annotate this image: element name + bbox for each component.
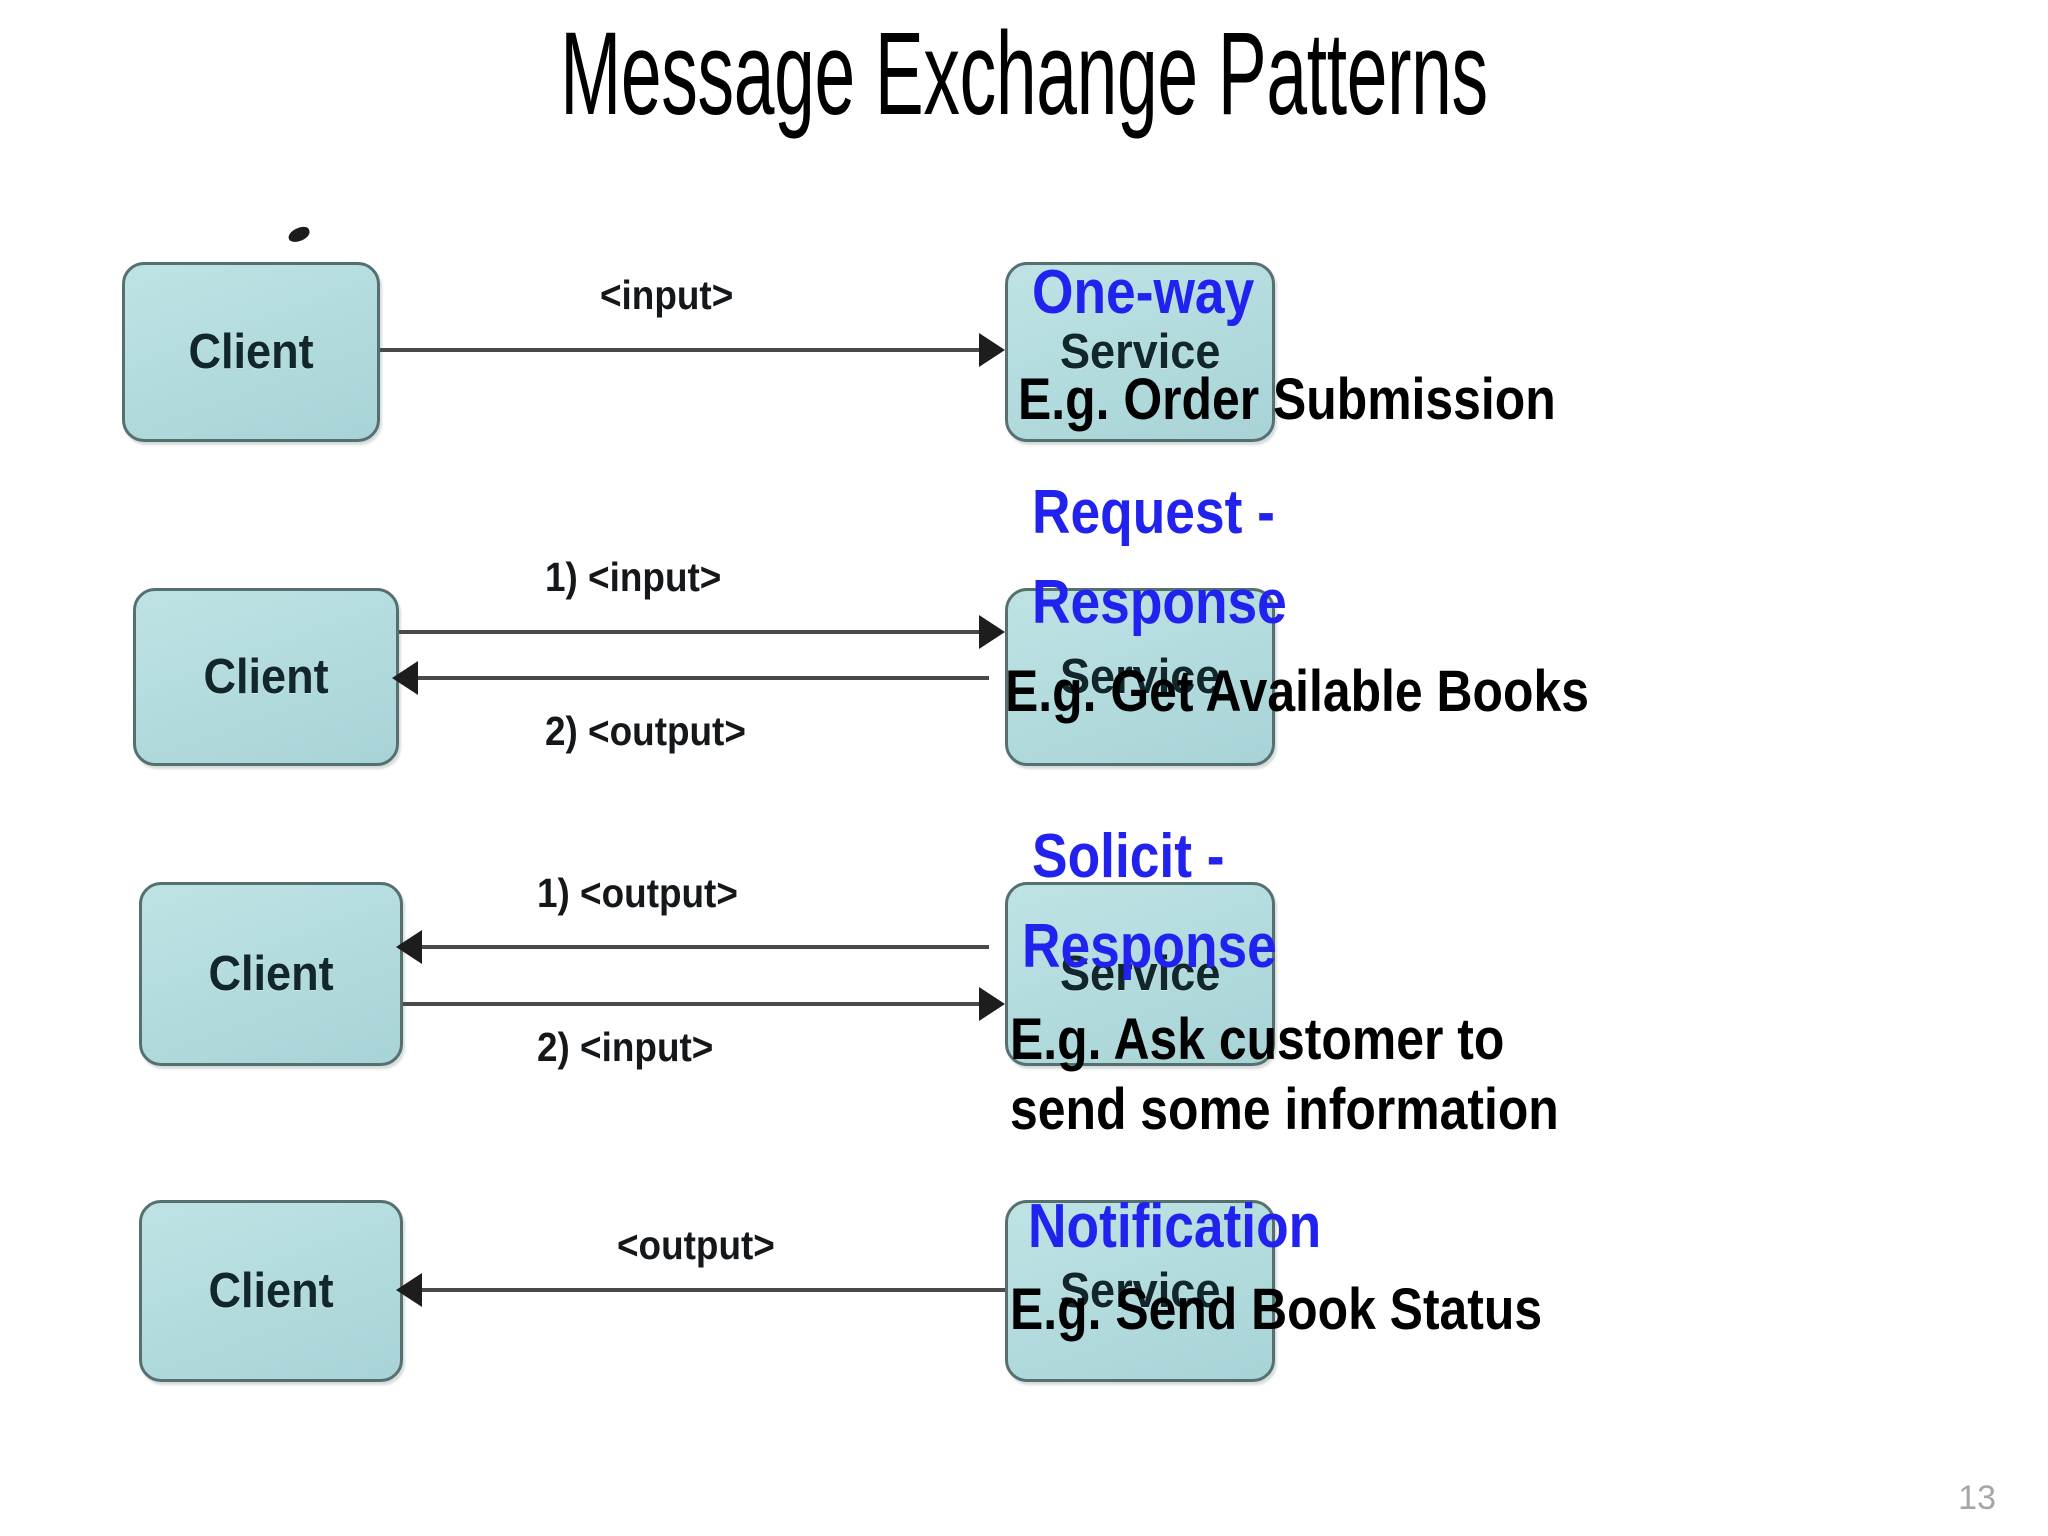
row2-arrow-left-icon [392, 661, 418, 695]
row2-edge2-label: 2) <output> [545, 708, 746, 754]
row4-client-label: Client [208, 1264, 334, 1318]
annotation-example-one-way: E.g. Order Submission [1018, 367, 1556, 432]
row1-client-label: Client [188, 325, 314, 379]
row3-client-label: Client [208, 947, 334, 1001]
annotation-example-solicit-response-line2: send some information [1010, 1077, 1559, 1142]
annotation-title-request-response-line2: Response [1032, 568, 1287, 637]
row1-edge-line [380, 348, 988, 352]
annotation-example-notification: E.g. Send Book Status [1010, 1277, 1543, 1342]
row3-edge2-line [403, 1002, 989, 1006]
annotation-title-notification: Notification [1028, 1192, 1322, 1261]
annotation-title-one-way: One-way [1032, 258, 1255, 327]
annotation-example-request-response: E.g. Get Available Books [1005, 659, 1589, 724]
row4-arrow-left-icon [396, 1273, 422, 1307]
row3-arrow-left-icon [396, 930, 422, 964]
row3-service-node: Service [1005, 882, 1275, 1066]
row1-arrow-right-icon [979, 333, 1005, 367]
row3-arrow-right-icon [979, 987, 1005, 1021]
annotation-example-solicit-response-line1: E.g. Ask customer to [1010, 1007, 1505, 1072]
page-title: Message Exchange Patterns [560, 8, 1488, 140]
row3-edge1-line [403, 945, 989, 949]
pattern-annotations: One-way E.g. Order Submission Request - … [1005, 0, 2048, 1536]
row2-edge2-line [399, 676, 989, 680]
message-exchange-diagram: Client <input> Service Client 1) <input>… [0, 0, 1275, 1536]
row2-service-label: Service [1059, 650, 1221, 704]
annotation-title-solicit-response-line2: Response [1022, 912, 1277, 981]
row4-client-node: Client [139, 1200, 403, 1382]
annotation-title-request-response-line1: Request - [1032, 478, 1275, 547]
row4-edge-label: <output> [617, 1222, 775, 1268]
row2-service-node: Service [1005, 588, 1275, 766]
row2-edge1-line [399, 630, 989, 634]
row1-edge-label: <input> [600, 272, 734, 318]
row3-client-node: Client [139, 882, 403, 1066]
row4-edge-line [403, 1288, 1005, 1292]
row1-client-node: Client [122, 262, 380, 442]
row3-edge1-label: 1) <output> [537, 870, 738, 916]
row1-service-label: Service [1059, 325, 1221, 379]
row3-service-label: Service [1059, 947, 1221, 1001]
row4-service-label: Service [1059, 1264, 1221, 1318]
annotation-title-solicit-response-line1: Solicit - [1032, 822, 1225, 891]
row4-service-node: Service [1005, 1200, 1275, 1382]
row2-client-label: Client [203, 650, 329, 704]
row2-client-node: Client [133, 588, 399, 766]
row2-edge1-label: 1) <input> [545, 554, 722, 600]
slide-number: 13 [1958, 1479, 1996, 1517]
row3-edge2-label: 2) <input> [537, 1024, 714, 1070]
row2-arrow-right-icon [979, 615, 1005, 649]
row1-service-node: Service [1005, 262, 1275, 442]
scan-artifact-speck [286, 224, 312, 245]
